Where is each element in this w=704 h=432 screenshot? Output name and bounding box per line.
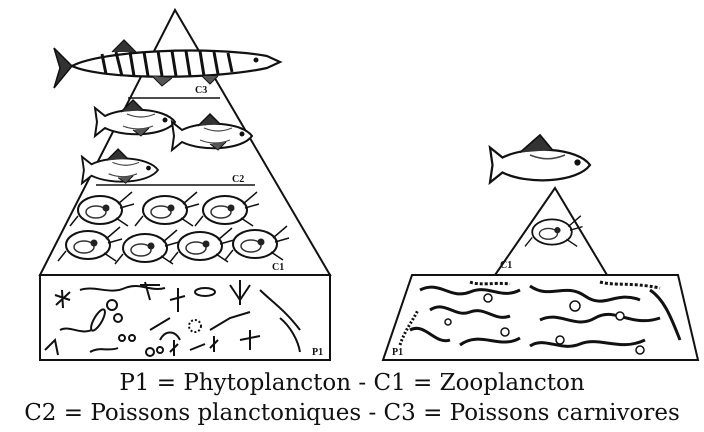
left-level-label-c3: C3 [195, 85, 207, 96]
right-level-label-p1: P1 [392, 347, 403, 358]
left-pyramid: C3 C2 C1 P1 [40, 10, 330, 360]
legend-line-2: C2 = Poissons planctoniques - C3 = Poiss… [0, 400, 704, 426]
left-p1-box [40, 275, 330, 360]
legend-line-1: P1 = Phytoplancton - C1 = Zooplancton [0, 370, 704, 396]
left-level-label-c1: C1 [272, 262, 284, 273]
left-level-label-c2: C2 [232, 174, 244, 185]
planktivorous-fish-icon [490, 135, 590, 183]
right-level-label-c1: C1 [500, 260, 512, 271]
left-level-label-p1: P1 [312, 347, 323, 358]
right-pyramid: C1 P1 [383, 135, 698, 360]
